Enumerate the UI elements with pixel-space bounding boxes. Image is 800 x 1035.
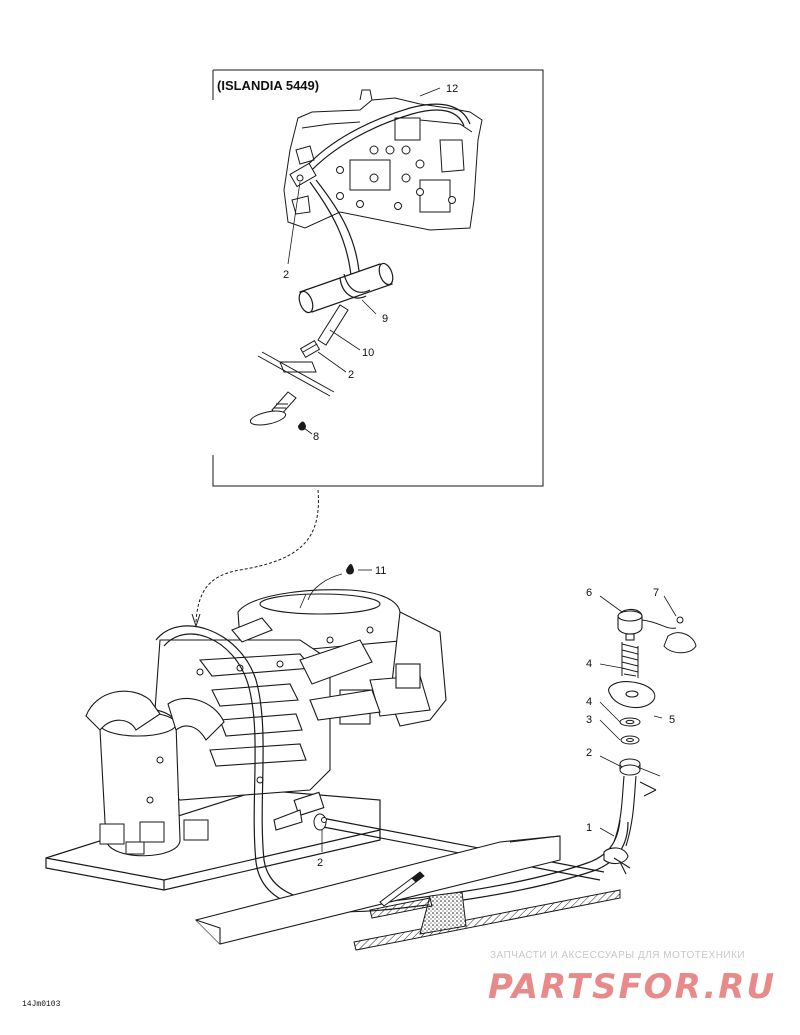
drain-cap-6	[617, 608, 643, 641]
main-clamp-2	[313, 813, 327, 831]
callout-inset-2b: 2	[348, 369, 354, 381]
callout-inset-2a: 2	[283, 269, 289, 281]
callout-inset-8: 8	[313, 431, 319, 443]
main-leaders	[299, 593, 677, 852]
drain-nut-3	[620, 735, 640, 745]
callout-main-7: 7	[653, 587, 659, 599]
hull-floor-section	[353, 889, 621, 951]
callout-main-2b: 2	[317, 857, 323, 869]
callout-main-4a: 4	[586, 658, 592, 670]
inset-tube-10	[317, 304, 349, 346]
callout-main-1: 1	[586, 822, 592, 834]
inset-title: (ISLANDIA 5449)	[217, 78, 319, 93]
inset-hose-12	[304, 103, 471, 175]
inset-leaders	[287, 87, 441, 435]
engine-base-platform	[45, 789, 381, 891]
inset-connector-dashed	[195, 489, 319, 623]
inset-clamp-9	[339, 273, 371, 299]
engine-feet	[99, 819, 209, 855]
figure-code: 14Jm0103	[22, 1000, 61, 1009]
watermark-brand: PARTSFOR.RU	[488, 967, 776, 1007]
callout-main-3: 3	[586, 714, 592, 726]
drain-washer-4b	[619, 717, 641, 727]
callout-inset-12: 12	[446, 83, 458, 95]
drain-lanyard-7	[641, 616, 697, 654]
callout-inset-9: 9	[382, 313, 388, 325]
drain-flange-5	[608, 681, 656, 709]
inset-hull-plate	[257, 351, 335, 397]
hull-bolt-tool	[379, 871, 425, 907]
inset-engine-bolts	[336, 145, 456, 210]
main-sealant-11	[346, 564, 354, 575]
drain-tube-1	[603, 775, 657, 875]
callout-main-5: 5	[669, 714, 675, 726]
drain-clamp-2	[619, 758, 641, 776]
drain-spring-4	[621, 642, 639, 678]
callout-main-4b: 4	[586, 696, 592, 708]
inset-frame	[212, 69, 544, 487]
inset-fitting	[289, 162, 317, 188]
inset-pipe	[298, 262, 394, 314]
inset-clamp-2	[299, 339, 321, 359]
callout-main-2a: 2	[586, 747, 592, 759]
inset-engine-block	[283, 89, 483, 231]
engine-body	[85, 589, 447, 857]
inset-hose-down	[309, 179, 361, 289]
main-leader-11-curve	[307, 573, 343, 601]
callout-inset-10: 10	[362, 347, 374, 359]
callout-main-11: 11	[375, 565, 386, 577]
inset-outlet-fitting	[249, 391, 297, 426]
watermark-subtitle: ЗАПЧАСТИ И АКСЕССУАРЫ ДЛЯ МОТОТЕХНИКИ	[490, 950, 745, 961]
callout-main-6: 6	[586, 587, 592, 599]
inset-sealant-8	[298, 421, 306, 431]
hull-stringer	[194, 835, 561, 945]
